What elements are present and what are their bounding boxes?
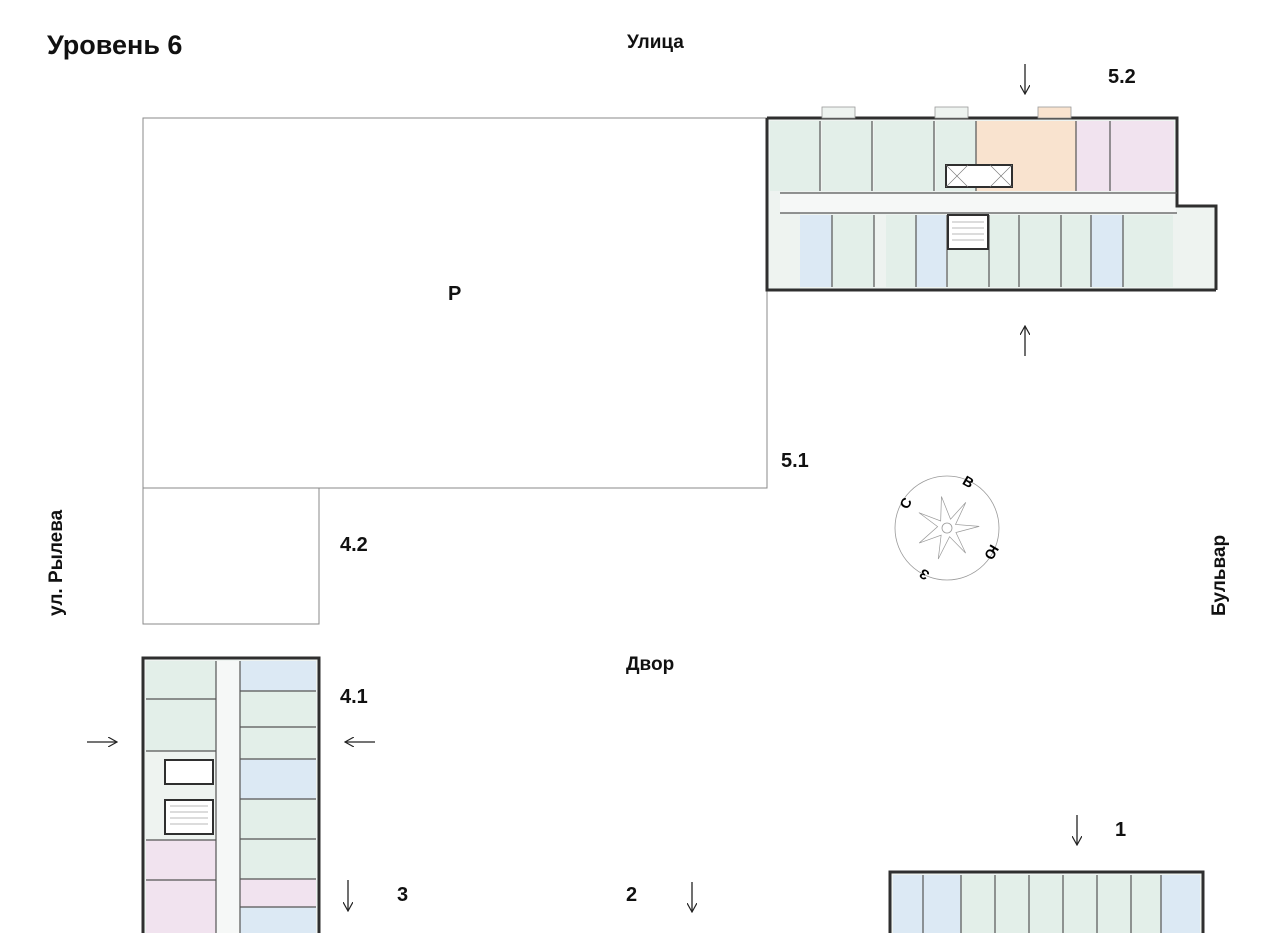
- courtyard-label: Двор: [626, 654, 675, 675]
- building-5-2[interactable]: [765, 106, 1218, 292]
- section-label-3[interactable]: 3: [397, 884, 409, 906]
- section-label-4-2[interactable]: 4.2: [340, 534, 368, 556]
- section-label-5-1[interactable]: 5.1: [781, 450, 809, 472]
- section-label-5-2[interactable]: 5.2: [1108, 66, 1136, 88]
- parking-label: Р: [448, 283, 462, 305]
- section-label-1[interactable]: 1: [1115, 819, 1127, 841]
- street-label-top: Улица: [627, 32, 684, 53]
- compass-south: Ю: [981, 542, 1002, 563]
- compass-west: З: [916, 565, 932, 583]
- compass-east: В: [960, 472, 977, 491]
- page-title: Уровень 6: [47, 30, 183, 60]
- compass-icon: С В Ю З: [894, 472, 1002, 584]
- section-4-2-area[interactable]: [142, 487, 320, 625]
- building-1[interactable]: [888, 870, 1205, 933]
- parking-area[interactable]: [142, 117, 768, 489]
- section-label-4-1[interactable]: 4.1: [340, 686, 368, 708]
- section-label-2[interactable]: 2: [626, 884, 638, 906]
- building-4-1[interactable]: [141, 656, 321, 933]
